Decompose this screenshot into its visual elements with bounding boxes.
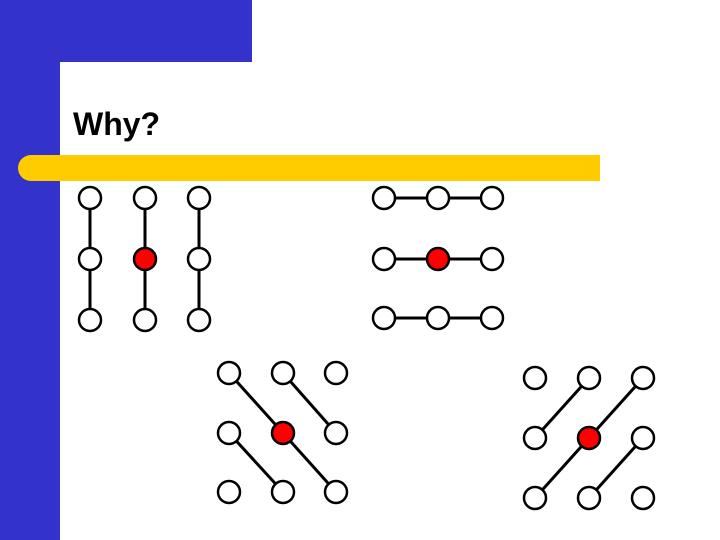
link-line bbox=[587, 436, 645, 500]
link-line bbox=[227, 431, 285, 494]
diagonal-up-grid bbox=[522, 365, 656, 511]
accent-bar bbox=[18, 155, 600, 181]
link-line bbox=[587, 376, 645, 440]
neighbor-node bbox=[522, 365, 548, 391]
diagonal-down-grid bbox=[216, 360, 349, 505]
neighbor-node bbox=[270, 479, 296, 505]
neighbor-node bbox=[479, 305, 505, 331]
neighbor-node bbox=[270, 360, 296, 386]
neighbor-node bbox=[479, 246, 505, 272]
side-panel bbox=[0, 0, 60, 540]
neighbor-node bbox=[425, 305, 451, 331]
neighbor-node bbox=[479, 185, 505, 211]
center-node bbox=[425, 246, 451, 272]
horizontal-lines-grid bbox=[371, 185, 505, 331]
neighbor-node bbox=[186, 246, 212, 272]
neighbor-node bbox=[371, 305, 397, 331]
neighbor-node bbox=[425, 185, 451, 211]
center-node bbox=[576, 425, 602, 451]
link-line bbox=[533, 436, 591, 500]
center-node bbox=[132, 246, 158, 272]
neighbor-node bbox=[522, 485, 548, 511]
neighbor-node bbox=[323, 479, 349, 505]
vertical-lines-grid bbox=[77, 185, 212, 333]
link-line bbox=[281, 431, 338, 494]
slide-title: Why? bbox=[73, 106, 161, 142]
neighbor-node bbox=[323, 360, 349, 386]
center-node bbox=[270, 420, 296, 446]
neighbor-node bbox=[186, 185, 212, 211]
neighbor-node bbox=[132, 185, 158, 211]
neighbor-node bbox=[323, 420, 349, 446]
neighbor-node bbox=[77, 246, 103, 272]
neighbor-node bbox=[630, 485, 656, 511]
link-line bbox=[281, 372, 338, 434]
neighbor-node bbox=[522, 425, 548, 451]
neighbor-node bbox=[630, 425, 656, 451]
neighbor-node bbox=[132, 307, 158, 333]
neighbor-node bbox=[630, 365, 656, 391]
neighbor-node bbox=[216, 360, 242, 386]
neighbor-node bbox=[216, 420, 242, 446]
neighbor-node bbox=[77, 307, 103, 333]
link-line bbox=[227, 371, 285, 435]
neighbor-node bbox=[576, 485, 602, 511]
neighbor-node bbox=[77, 185, 103, 211]
neighbor-node bbox=[576, 365, 602, 391]
link-line bbox=[533, 376, 591, 440]
neighbor-node bbox=[216, 479, 242, 505]
neighbor-node bbox=[371, 185, 397, 211]
neighbor-node bbox=[371, 246, 397, 272]
neighbor-node bbox=[186, 307, 212, 333]
